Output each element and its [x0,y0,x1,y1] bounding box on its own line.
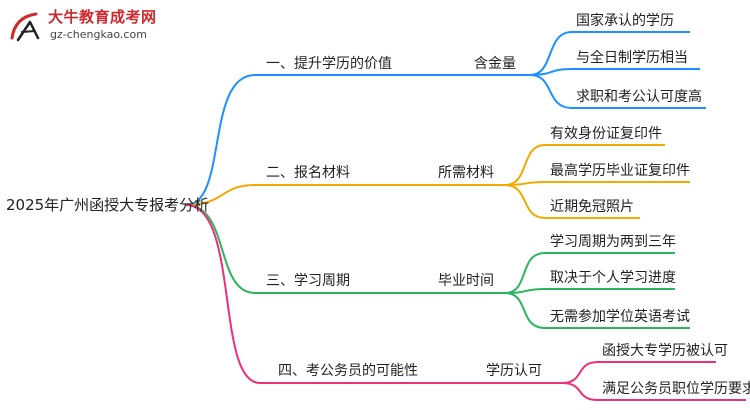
branch-3-leaf-2: 取决于个人学习进度 [550,270,676,286]
branch-1-leaf-3: 求职和考公认可度高 [576,89,702,105]
connector-sub-4-leaf-2 [561,382,746,401]
branch-3-leaf-1: 学习周期为两到三年 [550,234,676,250]
connector-root-branch-1 [185,74,420,206]
branch-3-leaf-3: 无需参加学位英语考试 [550,309,690,325]
branch-1-label: 一、提升学历的价值 [266,56,392,72]
branch-2-leaf-2: 最高学历毕业证复印件 [550,163,690,179]
connector-sub-3-leaf-3 [504,292,690,329]
connector-sub-2-leaf-2 [504,181,690,186]
connector-root-branch-2 [185,184,400,206]
connector-sub-4-leaf-1 [561,361,716,384]
branch-4-leaf-2: 满足公务员职位学历要求 [602,381,750,397]
branch-1-leaf-2: 与全日制学历相当 [576,50,688,66]
logo-mark-icon [10,12,40,42]
logo-title: 大牛教育成考网 [48,8,157,26]
connector-sub-3-leaf-1 [504,252,675,294]
root-topic: 2025年广州函授大专报考分析 [6,196,210,214]
branch-2-sub-label: 所需材料 [438,165,494,181]
branch-4-sub-label: 学历认可 [486,363,542,379]
branch-4-label: 四、考公务员的可能性 [278,363,418,379]
logo-url: gz-chengkao.com [50,28,147,41]
branch-3-sub-label: 毕业时间 [438,273,494,289]
connector-sub-2-leaf-1 [504,144,665,186]
branch-4-leaf-1: 函授大专学历被认可 [602,343,728,359]
branch-2-leaf-1: 有效身份证复印件 [550,126,662,142]
branch-2-label: 二、报名材料 [266,165,350,181]
connector-root-branch-4 [185,204,415,384]
connector-sub-1-leaf-3 [529,74,706,109]
branch-2-leaf-3: 近期免冠照片 [550,199,634,215]
connector-sub-2-leaf-3 [504,184,640,219]
connector-sub-1-leaf-2 [529,68,700,76]
connector-sub-3-leaf-2 [504,288,675,294]
site-logo: 大牛教育成考网 gz-chengkao.com [6,4,176,50]
branch-3-label: 三、学习周期 [266,273,350,289]
branch-1-leaf-1: 国家承认的学历 [576,13,674,29]
connector-sub-1-leaf-1 [529,31,690,76]
branch-1-sub-label: 含金量 [474,56,516,72]
